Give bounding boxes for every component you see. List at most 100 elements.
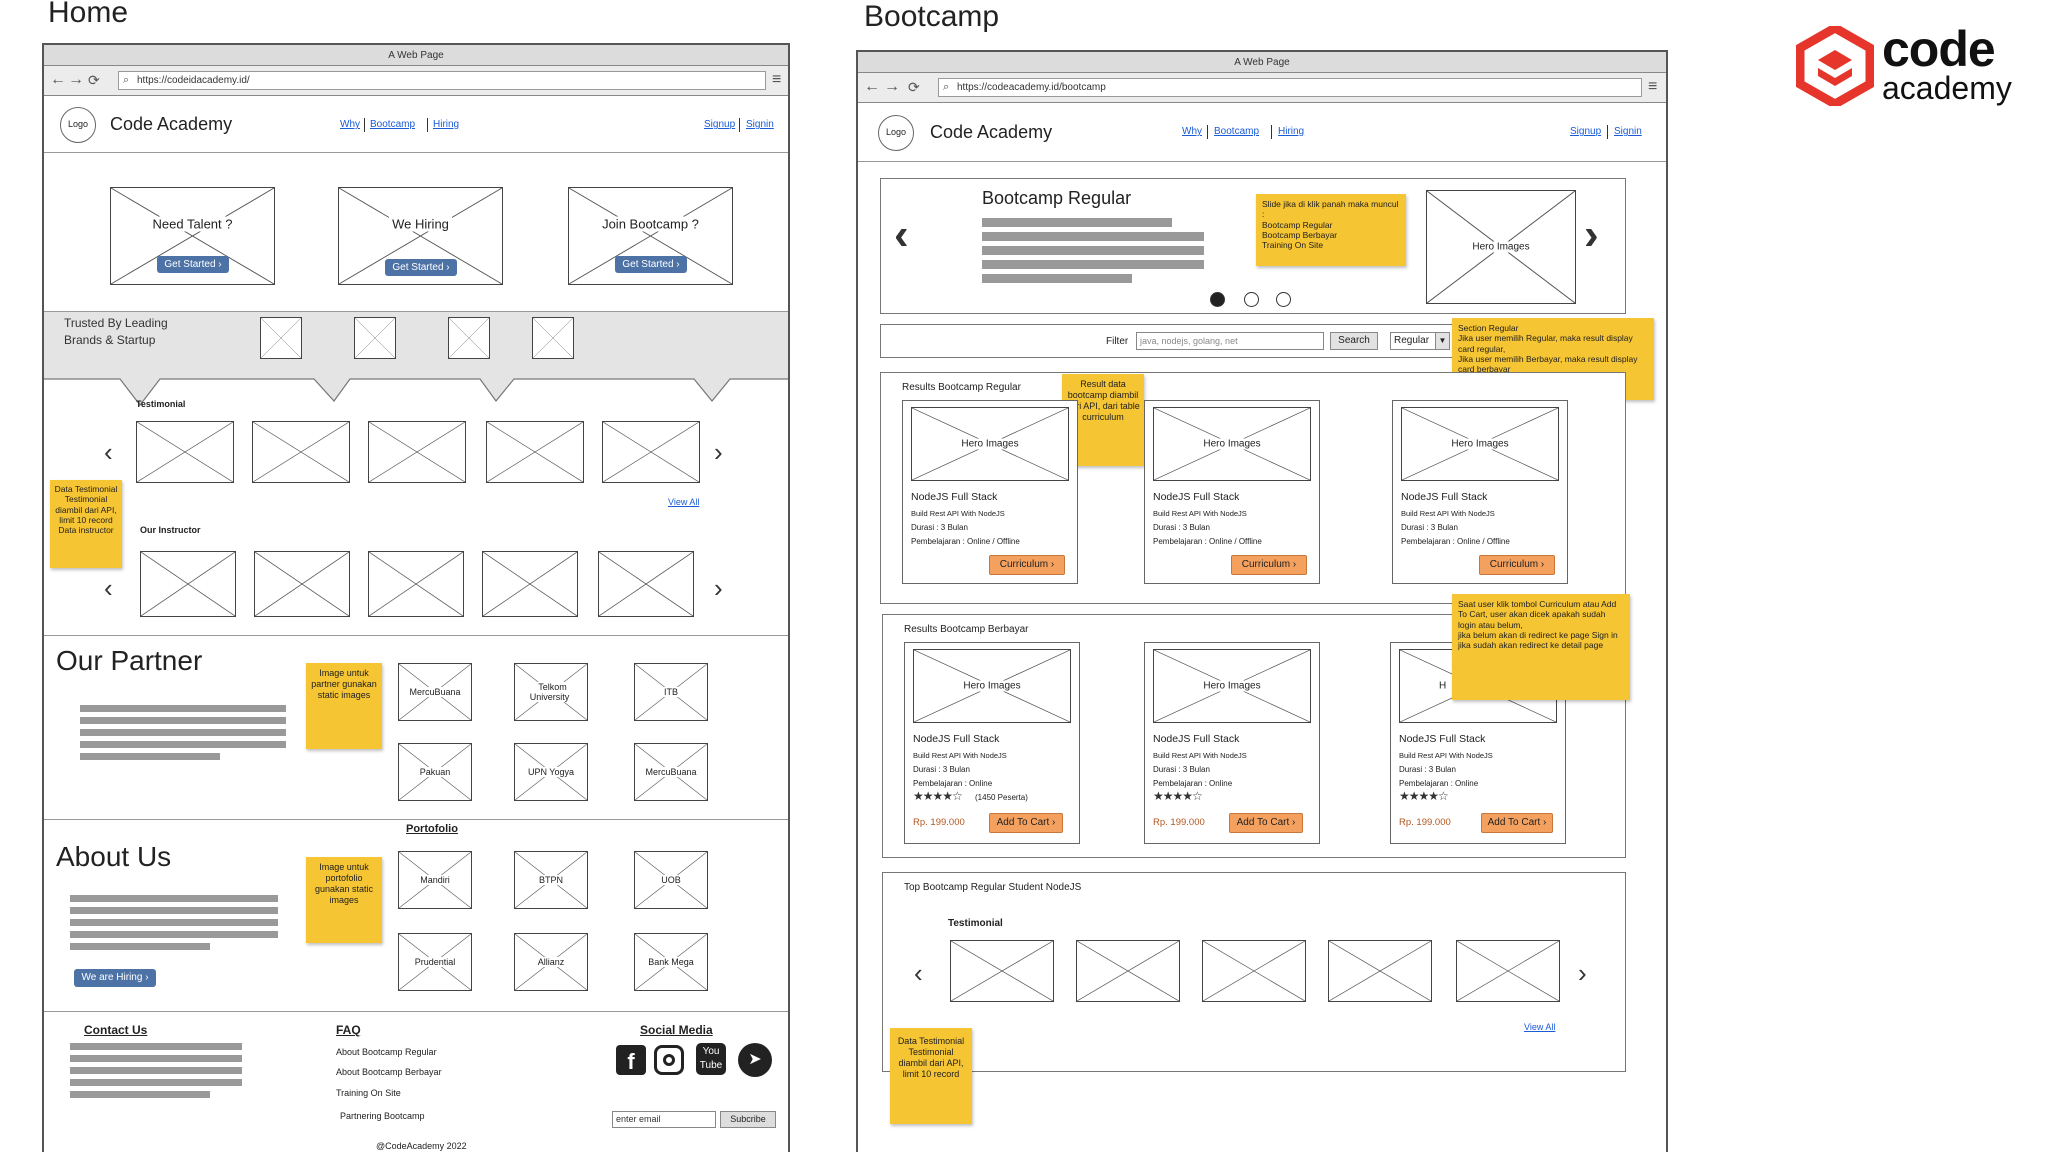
back-icon[interactable]: ←: [50, 71, 66, 88]
window-title: A Web Page: [858, 52, 1666, 73]
divider: [44, 635, 788, 636]
get-started-button[interactable]: Get Started ›: [157, 256, 229, 273]
facebook-icon[interactable]: f: [616, 1045, 646, 1075]
forward-icon[interactable]: →: [884, 78, 900, 95]
hamburger-menu-icon[interactable]: ≡: [1648, 78, 1658, 95]
instructor-card[interactable]: [140, 551, 236, 617]
bootcamp-card[interactable]: Hero Images NodeJS Full Stack Build Rest…: [1392, 400, 1568, 584]
chevron-right-icon[interactable]: ›: [1584, 210, 1599, 259]
chevron-left-icon[interactable]: ‹: [104, 573, 113, 603]
brand-logo-placeholder: [532, 317, 574, 359]
nav-why[interactable]: Why: [340, 119, 360, 130]
email-input[interactable]: enter email: [612, 1111, 716, 1128]
nav-hiring[interactable]: Hiring: [1278, 126, 1305, 137]
reload-icon[interactable]: ⟳: [908, 79, 920, 95]
card-image: Hero Images: [911, 407, 1069, 481]
curriculum-button[interactable]: Curriculum ›: [1479, 555, 1555, 575]
url-text: https://codeidacademy.id/: [137, 75, 250, 86]
instructor-card[interactable]: [598, 551, 694, 617]
instructor-card[interactable]: [368, 551, 464, 617]
category-select[interactable]: Regular ▼: [1390, 332, 1450, 350]
faq-link[interactable]: About Bootcamp Regular: [336, 1047, 437, 1057]
add-to-cart-button[interactable]: Add To Cart ›: [1229, 813, 1303, 833]
instructor-card[interactable]: [482, 551, 578, 617]
nav-signin[interactable]: Signin: [1614, 126, 1642, 137]
forward-icon[interactable]: →: [68, 71, 84, 88]
instructor-card[interactable]: [254, 551, 350, 617]
site-brand[interactable]: Code Academy: [110, 114, 233, 134]
nav-signup[interactable]: Signup: [1570, 126, 1602, 137]
url-input[interactable]: ⌕ https://codeacademy.id/bootcamp: [938, 78, 1642, 97]
card-title: NodeJS Full Stack: [913, 733, 1000, 745]
nav-separator: [739, 118, 740, 132]
testimonial-card[interactable]: [136, 421, 234, 483]
chevron-right-icon[interactable]: ›: [714, 437, 723, 467]
get-started-button[interactable]: Get Started ›: [615, 256, 687, 273]
card-image: H: [1399, 649, 1557, 723]
nav-why[interactable]: Why: [1182, 126, 1202, 137]
site-header: Logo Code Academy Why Bootcamp Hiring Si…: [858, 104, 1666, 162]
we-are-hiring-button[interactable]: We are Hiring ›: [74, 969, 156, 987]
faq-link[interactable]: About Bootcamp Berbayar: [336, 1067, 442, 1077]
partner-title: Our Partner: [56, 645, 203, 676]
card-title: NodeJS Full Stack: [1153, 733, 1240, 745]
add-to-cart-button[interactable]: Add To Cart ›: [1481, 813, 1553, 833]
telegram-icon[interactable]: ➤: [738, 1043, 772, 1077]
get-started-button[interactable]: Get Started ›: [385, 259, 457, 276]
site-logo[interactable]: Logo: [878, 115, 914, 151]
subscribe-button[interactable]: Subcribe: [720, 1111, 776, 1128]
hero-card-we-hiring: We Hiring Get Started ›: [338, 187, 503, 285]
url-input[interactable]: ⌕ https://codeidacademy.id/: [118, 71, 766, 90]
testimonial-card[interactable]: [602, 421, 700, 483]
chevron-right-icon[interactable]: ›: [714, 573, 723, 603]
chevron-left-icon[interactable]: ‹: [104, 437, 113, 467]
view-all-link[interactable]: View All: [668, 497, 700, 507]
nav-hiring[interactable]: Hiring: [433, 119, 460, 130]
chevron-right-icon[interactable]: ›: [1578, 958, 1587, 988]
testimonial-card[interactable]: [252, 421, 350, 483]
instagram-icon[interactable]: [654, 1045, 684, 1075]
bootcamp-card[interactable]: Hero Images NodeJS Full Stack Build Rest…: [1144, 400, 1320, 584]
bootcamp-card-paid[interactable]: Hero Images NodeJS Full Stack Build Rest…: [904, 642, 1080, 844]
bootcamp-card[interactable]: Hero Images NodeJS Full Stack Build Rest…: [902, 400, 1078, 584]
card-price: Rp. 199.000: [1399, 817, 1451, 828]
faq-link[interactable]: Partnering Bootcamp: [340, 1111, 425, 1121]
nav-signup[interactable]: Signup: [704, 119, 736, 130]
slider-dot[interactable]: [1276, 292, 1291, 307]
chevron-left-icon[interactable]: ‹: [914, 958, 923, 988]
slider-dot[interactable]: [1244, 292, 1259, 307]
site-brand[interactable]: Code Academy: [930, 122, 1053, 142]
testimonial-card[interactable]: [486, 421, 584, 483]
testimonial-card[interactable]: [368, 421, 466, 483]
site-logo[interactable]: Logo: [60, 107, 96, 143]
testimonial-card[interactable]: [1328, 940, 1432, 1002]
search-button[interactable]: Search: [1330, 332, 1378, 350]
testimonial-card[interactable]: [1202, 940, 1306, 1002]
text-placeholder: [70, 943, 210, 950]
slider-dot-active[interactable]: [1210, 292, 1225, 307]
back-icon[interactable]: ←: [864, 78, 880, 95]
add-to-cart-button[interactable]: Add To Cart ›: [989, 813, 1063, 833]
bootcamp-card-paid[interactable]: Hero Images NodeJS Full Stack Build Rest…: [1144, 642, 1320, 844]
testimonial-card[interactable]: [1456, 940, 1560, 1002]
card-pembelajaran: Pembelajaran : Online: [913, 779, 993, 788]
testimonial-card[interactable]: [950, 940, 1054, 1002]
faq-link[interactable]: Training On Site: [336, 1088, 401, 1098]
filter-input[interactable]: java, nodejs, golang, net: [1136, 332, 1324, 350]
nav-signin[interactable]: Signin: [746, 119, 774, 130]
card-desc: Build Rest API With NodeJS: [1399, 751, 1493, 760]
curriculum-button[interactable]: Curriculum ›: [989, 555, 1065, 575]
curriculum-button[interactable]: Curriculum ›: [1231, 555, 1307, 575]
reload-icon[interactable]: ⟳: [88, 72, 100, 88]
home-browser-window: A Web Page ← → ⟳ ⌕ https://codeidacademy…: [42, 43, 790, 1152]
hamburger-menu-icon[interactable]: ≡: [772, 71, 782, 88]
chevron-left-icon[interactable]: ‹: [894, 210, 909, 259]
nav-bootcamp[interactable]: Bootcamp: [1214, 126, 1260, 137]
card-price: Rp. 199.000: [913, 817, 965, 828]
nav-bootcamp[interactable]: Bootcamp: [370, 119, 416, 130]
card-desc: Build Rest API With NodeJS: [1401, 509, 1495, 518]
testimonial-card[interactable]: [1076, 940, 1180, 1002]
text-placeholder: [70, 1067, 242, 1074]
view-all-link[interactable]: View All: [1524, 1022, 1556, 1032]
